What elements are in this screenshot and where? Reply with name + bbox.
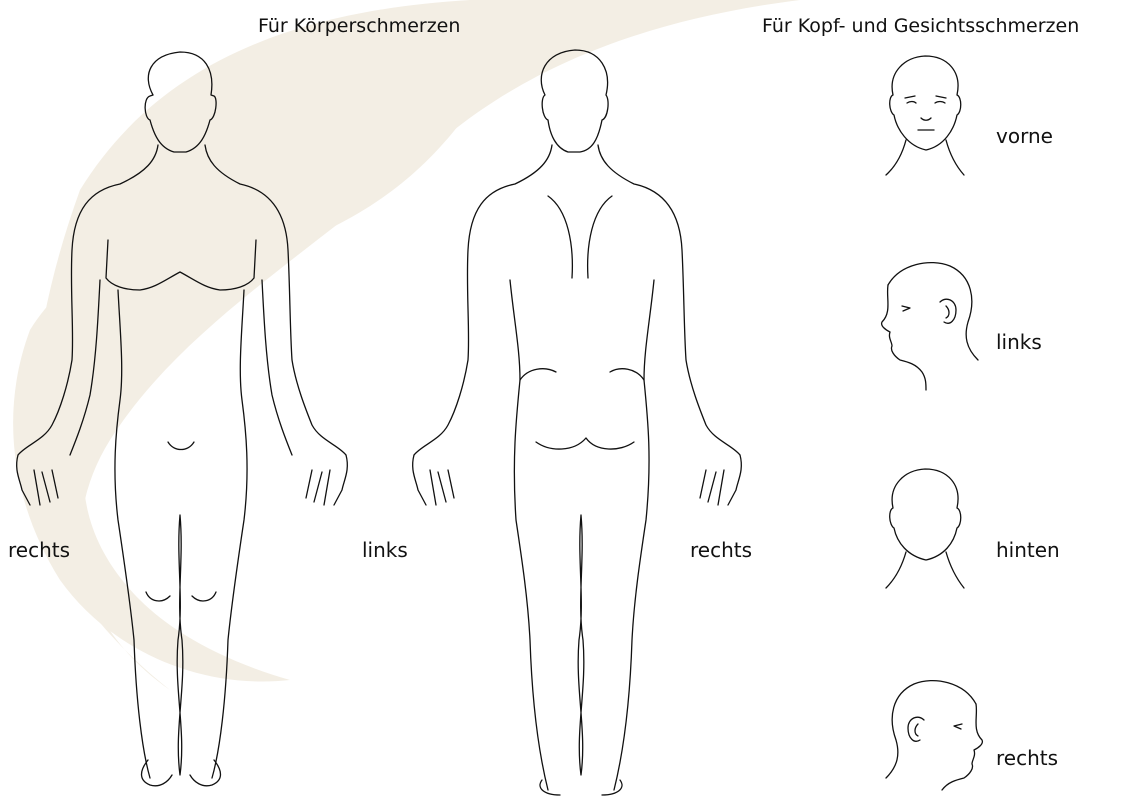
head-front-label: vorne [996,124,1053,148]
body-pain-heading: Für Körperschmerzen [258,14,460,38]
body-back-icon[interactable] [413,50,742,795]
head-right-label: rechts [996,746,1058,770]
head-pain-heading: Für Kopf- und Gesichtsschmerzen [762,14,1079,38]
head-right-profile-icon[interactable] [886,681,982,790]
back-right-label: rechts [690,538,752,562]
head-left-label: links [996,330,1042,354]
front-left-label: links [362,538,408,562]
head-back-label: hinten [996,538,1060,562]
head-back-icon[interactable] [886,469,964,588]
head-left-profile-icon[interactable] [882,263,978,390]
head-front-icon[interactable] [886,56,964,175]
front-right-label: rechts [8,538,70,562]
body-front-icon[interactable] [17,52,348,786]
